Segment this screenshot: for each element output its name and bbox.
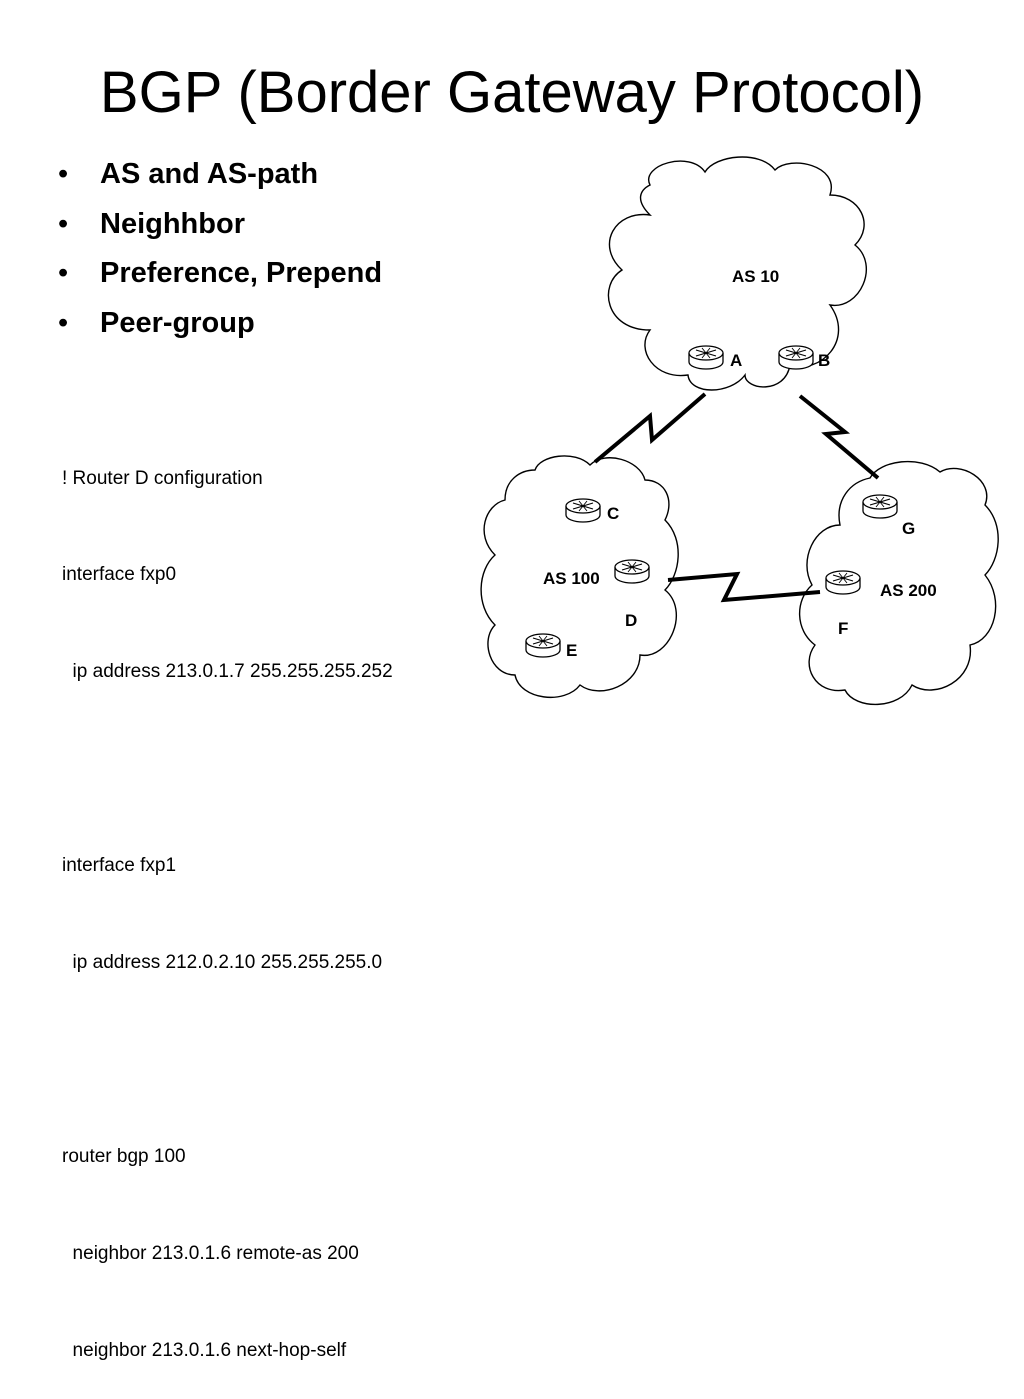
- cloud-label-as100: AS 100: [543, 569, 600, 588]
- router-label-a: A: [730, 351, 742, 370]
- router-label-f: F: [838, 619, 848, 638]
- config-line: interface fxp0: [62, 564, 177, 586]
- bullet-text: Neighhbor: [100, 207, 245, 240]
- config-line: [62, 1044, 393, 1076]
- cloud-label-as200: AS 200: [880, 581, 937, 600]
- config-line: interface fxp1: [62, 855, 177, 877]
- bullet-marker: •: [58, 257, 69, 289]
- router-c: C: [565, 498, 619, 523]
- config-line: ! Router D configuration: [62, 467, 263, 489]
- router-icon: [614, 559, 650, 584]
- slide-title: BGP (Border Gateway Protocol): [99, 60, 925, 125]
- bullet-text: AS and AS-path: [100, 158, 319, 190]
- router-icon: [825, 570, 861, 595]
- bullet-marker: •: [58, 207, 69, 240]
- router-icon: [778, 345, 814, 370]
- router-label-b: B: [818, 351, 830, 370]
- bullet-marker: •: [58, 306, 69, 339]
- router-icon: [525, 633, 561, 658]
- link-as10-as200: [798, 394, 880, 480]
- router-f: F: [825, 570, 861, 638]
- router-icon: [565, 498, 601, 523]
- router-label-g: G: [902, 519, 915, 538]
- bullet-item: • Peer-group: [58, 299, 382, 349]
- router-icon: [862, 494, 898, 519]
- config-line: ip address 213.0.1.7 255.255.255.252: [62, 661, 393, 683]
- bullet-item: • Neighhbor: [58, 200, 382, 250]
- network-diagram: AS 10 AS 100 AS 200 A B C D E G: [480, 156, 999, 706]
- link-as100-as200: [667, 571, 821, 603]
- router-d: D: [614, 559, 650, 630]
- router-label-c: C: [607, 504, 619, 523]
- bullet-item: • AS and AS-path: [58, 150, 382, 200]
- router-label-d: D: [625, 611, 637, 630]
- router-b: B: [778, 345, 830, 370]
- config-line: ip address 212.0.2.10 255.255.255.0: [62, 952, 383, 974]
- cloud-label-as10: AS 10: [732, 267, 779, 286]
- config-line: neighbor 213.0.1.6 remote-as 200: [62, 1242, 359, 1264]
- cloud-as200: AS 200: [798, 460, 999, 706]
- bullet-text: Preference, Prepend: [100, 257, 383, 289]
- router-e: E: [525, 633, 577, 660]
- router-label-e: E: [566, 641, 577, 660]
- config-line: neighbor 213.0.1.6 next-hop-self: [62, 1339, 347, 1361]
- link-as10-as100: [593, 392, 707, 464]
- bullet-marker: •: [58, 158, 69, 190]
- config-line: router bgp 100: [62, 1145, 186, 1167]
- router-a: A: [688, 345, 742, 370]
- bullet-list: • AS and AS-path • Neighhbor • Preference, …: [58, 150, 382, 348]
- bullet-item: • Preference, Prepend: [58, 249, 382, 299]
- router-icon: [688, 345, 724, 370]
- bullet-text: Peer-group: [100, 306, 255, 339]
- router-g: G: [862, 494, 915, 538]
